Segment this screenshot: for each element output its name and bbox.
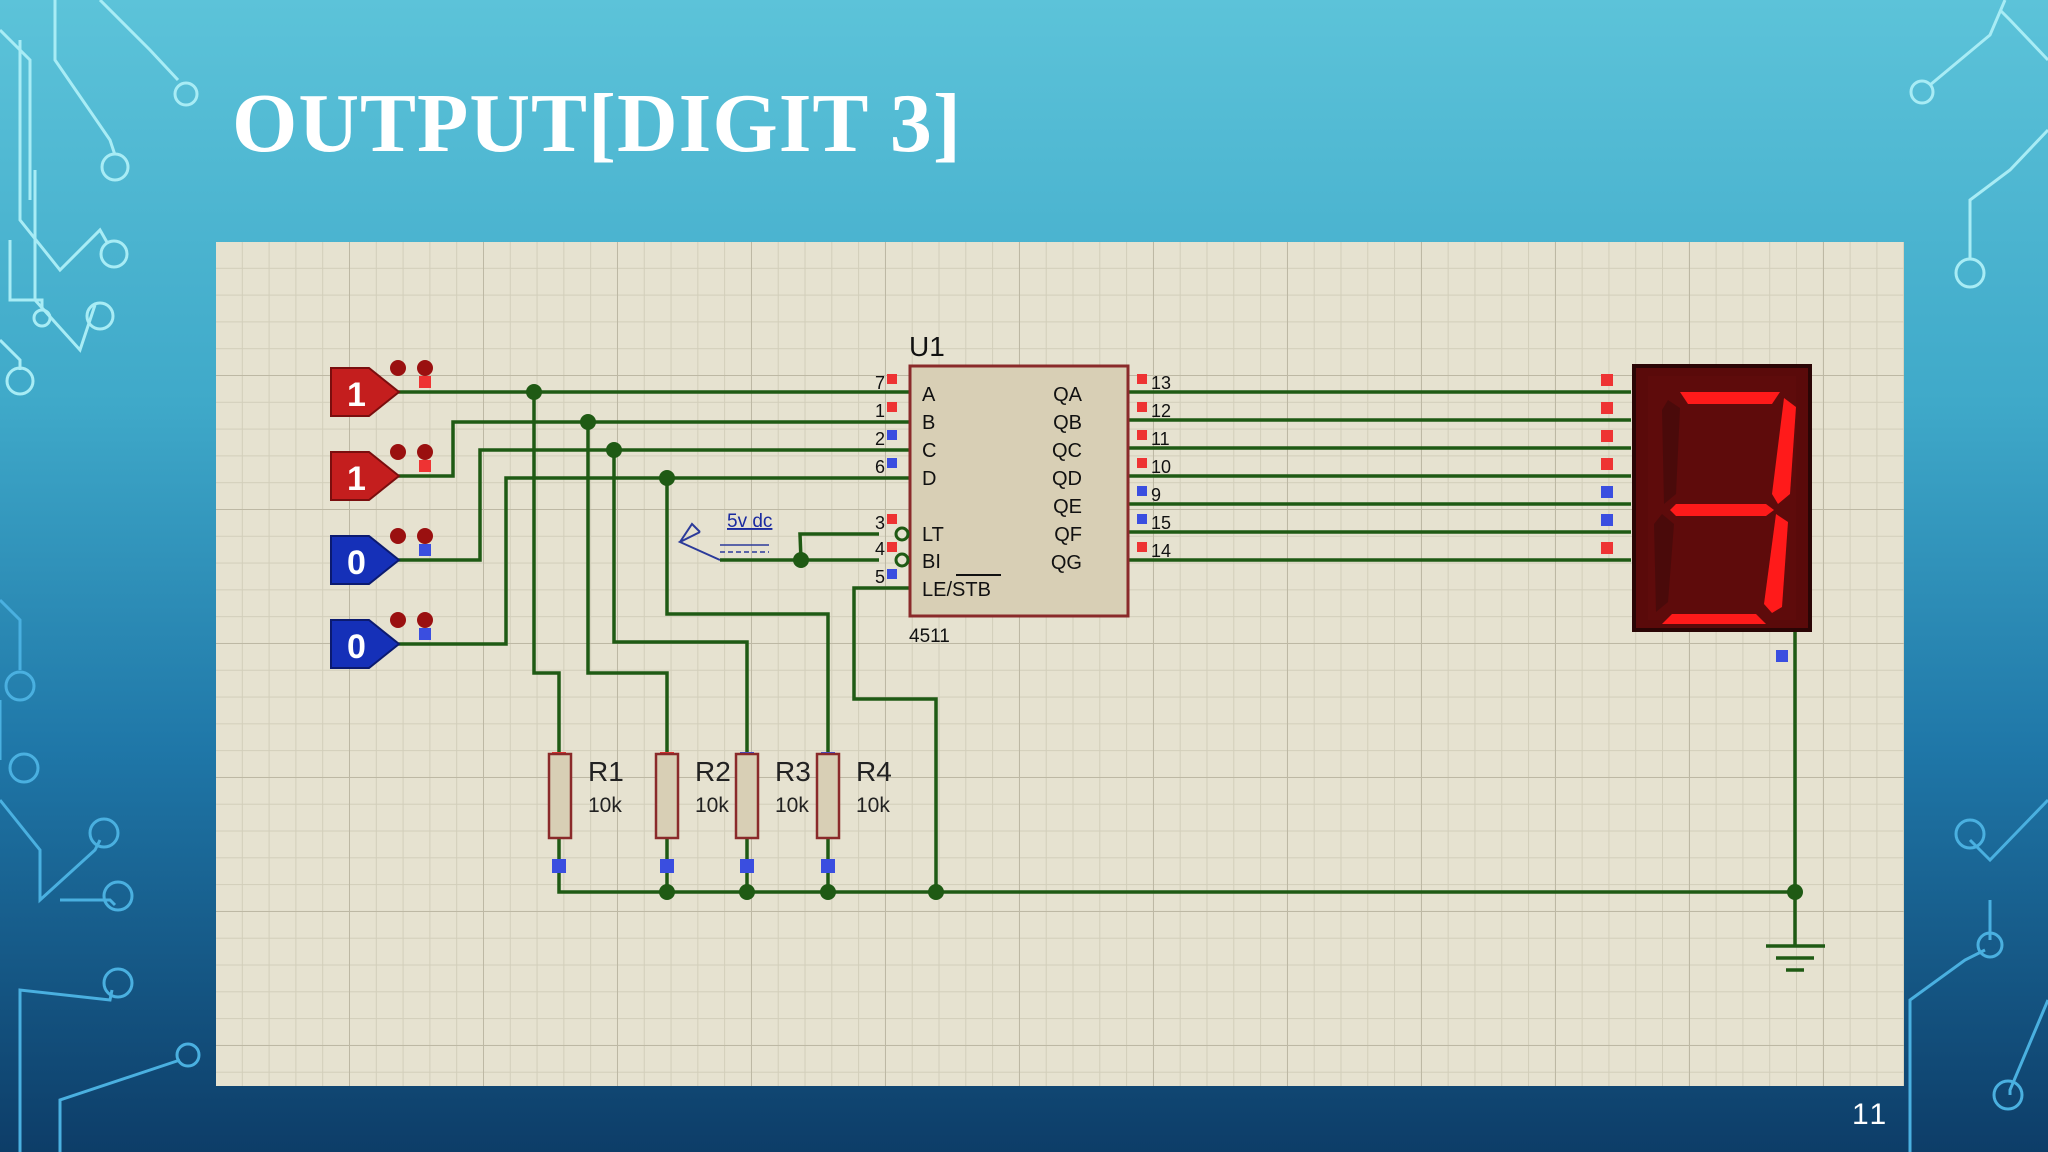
pin-name: QG xyxy=(1051,552,1082,574)
ic-reference: U1 xyxy=(909,331,945,362)
pin-name: BI xyxy=(922,551,941,573)
power-label: 5v dc xyxy=(727,511,772,532)
pin-number: 7 xyxy=(875,373,885,393)
resistor-value: 10k xyxy=(775,794,809,817)
pin-name: D xyxy=(922,468,936,490)
wire-input-b xyxy=(381,420,910,478)
resistor-r2[interactable]: R2 10k xyxy=(654,752,731,873)
wire-tap-r4 xyxy=(665,478,830,761)
pin-number: 6 xyxy=(875,457,885,477)
slide-title: OUTPUT[DIGIT 3] xyxy=(232,77,962,170)
wire-tap-r1 xyxy=(532,392,561,761)
wire-tap-r3 xyxy=(612,450,749,761)
segment-d xyxy=(1662,614,1766,624)
ground-icon xyxy=(1766,944,1825,972)
pin-number: 3 xyxy=(875,513,885,533)
pin-name: QA xyxy=(1053,384,1083,406)
pin-number: 1 xyxy=(875,401,885,421)
pin-name: QE xyxy=(1053,496,1082,518)
wire-input-d xyxy=(381,476,910,646)
resistor-value: 10k xyxy=(588,794,622,817)
pin-number: 15 xyxy=(1151,513,1171,533)
resistor-ref: R2 xyxy=(695,756,731,787)
wire-lt xyxy=(798,532,879,561)
seven-segment-display[interactable] xyxy=(1632,364,1812,632)
pin-name: QF xyxy=(1054,524,1082,546)
resistor-ref: R4 xyxy=(856,756,892,787)
pin-number: 12 xyxy=(1151,401,1171,421)
pin-name: LT xyxy=(922,524,944,546)
pin-name: QD xyxy=(1052,468,1082,490)
segment-e xyxy=(1654,514,1674,612)
logic-value: 0 xyxy=(347,628,366,666)
logic-input-4[interactable]: 0 xyxy=(330,612,433,669)
page-number: 11 xyxy=(1852,1098,1890,1131)
pin-number: 11 xyxy=(1151,429,1170,449)
pin-number: 2 xyxy=(875,429,885,449)
pin-number: 13 xyxy=(1151,373,1171,393)
ic-part-number: 4511 xyxy=(909,626,950,647)
pin-number: 5 xyxy=(875,567,885,587)
logic-value: 1 xyxy=(347,376,366,414)
logic-input-3[interactable]: 0 xyxy=(330,528,433,585)
wire-ground-bus xyxy=(557,827,1795,894)
logic-value: 0 xyxy=(347,544,366,582)
segment-a xyxy=(1680,392,1780,404)
pin-state-markers xyxy=(887,374,1788,662)
pin-name-le: LE/STB xyxy=(922,579,991,601)
pin-name-le-prefix: LE/ xyxy=(922,579,952,601)
junction-dots xyxy=(526,384,1803,900)
segment-c xyxy=(1764,514,1788,613)
resistor-ref: R3 xyxy=(775,756,811,787)
pin-name: QB xyxy=(1053,412,1082,434)
logic-input-1[interactable]: 1 xyxy=(330,360,433,417)
wire-input-c xyxy=(381,448,910,562)
wire-le-stb xyxy=(852,586,938,892)
resistor-value: 10k xyxy=(695,794,729,817)
schematic-canvas: 1 1 0 0 5v dc xyxy=(216,242,1904,1086)
pin-name: C xyxy=(922,440,936,462)
pin-number: 4 xyxy=(875,539,885,559)
schematic-drawing: 1 1 0 0 5v dc xyxy=(330,331,1825,972)
pin-number: 10 xyxy=(1151,457,1171,477)
pin-name: B xyxy=(922,412,935,434)
pin-name: QC xyxy=(1052,440,1082,462)
resistor-value: 10k xyxy=(856,794,890,817)
resistor-r1[interactable]: R1 10k xyxy=(547,752,624,873)
segment-g xyxy=(1670,504,1774,516)
pin-name: A xyxy=(922,384,936,406)
logic-input-2[interactable]: 1 xyxy=(330,444,433,501)
resistor-r3[interactable]: R3 10k xyxy=(734,752,811,873)
wires xyxy=(381,390,1797,946)
pin-number: 9 xyxy=(1151,485,1161,505)
pin-number: 14 xyxy=(1151,541,1171,561)
logic-value: 1 xyxy=(347,460,366,498)
segment-b xyxy=(1772,398,1796,504)
pin-name-stb: STB xyxy=(952,579,991,601)
ic-4511[interactable]: U1 4511 A B C D LT BI LE/STB QA QB QC QD… xyxy=(875,331,1171,647)
wire-tap-r2 xyxy=(586,422,669,761)
resistor-r4[interactable]: R4 10k xyxy=(815,752,892,873)
digit-segments xyxy=(1654,392,1796,624)
segment-f xyxy=(1662,400,1680,504)
resistor-ref: R1 xyxy=(588,756,624,787)
power-source: 5v dc xyxy=(677,511,772,561)
